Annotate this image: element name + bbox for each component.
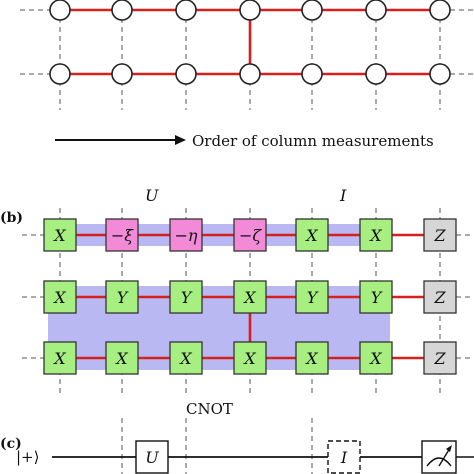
- gate-row-2: X Y Y X Y Y Z: [43, 280, 457, 314]
- gate-box: [359, 218, 393, 252]
- panel-b-tag: (b): [0, 210, 23, 226]
- input-state-label: |+⟩: [16, 448, 39, 466]
- gate-box: [105, 341, 139, 375]
- gate-label: X: [178, 349, 192, 368]
- gate-label: X: [368, 349, 382, 368]
- graph-node: [429, 63, 451, 85]
- gate-label: Z: [433, 349, 446, 368]
- gate-label: X: [304, 226, 318, 245]
- gate-label: Y: [117, 288, 129, 307]
- gate-row-3: X X X X X X Z: [43, 341, 457, 375]
- gate-label: Z: [433, 288, 446, 307]
- gate-box: [233, 218, 267, 252]
- gate-i-label: I: [340, 448, 348, 467]
- gate-box: [423, 218, 457, 252]
- panel-c: (c) |+⟩ U I: [0, 418, 474, 474]
- graph-node: [429, 0, 451, 21]
- gate-box: [359, 341, 393, 375]
- gate-label: X: [304, 349, 318, 368]
- panel-b-edge-stubs: [22, 234, 474, 359]
- gate-box: [43, 218, 77, 252]
- gate-label: X: [242, 349, 256, 368]
- group-label-i: I: [339, 186, 347, 205]
- cnot-label: CNOT: [186, 400, 233, 418]
- gate-label: −ζ: [239, 226, 262, 245]
- graph-node: [49, 63, 71, 85]
- panel-c-tag: (c): [0, 436, 22, 452]
- gate-label: Y: [307, 288, 319, 307]
- gate-box: [359, 280, 393, 314]
- gate-u-box: [135, 440, 169, 474]
- gate-label: −η: [175, 226, 198, 245]
- panel-b: (b) U I: [0, 186, 474, 418]
- graph-node: [301, 0, 323, 21]
- gate-box: [169, 341, 203, 375]
- gate-box: [233, 280, 267, 314]
- arrow-head-icon: [175, 135, 186, 145]
- gate-box: [169, 280, 203, 314]
- measurement-order-arrow: [55, 135, 186, 145]
- gate-label: X: [52, 226, 66, 245]
- graph-node: [239, 63, 261, 85]
- graph-node: [239, 0, 261, 21]
- gate-box: [295, 341, 329, 375]
- group-label-u: U: [145, 186, 159, 205]
- panel-a: Order of column measurements: [20, 0, 474, 150]
- gate-label: X: [368, 226, 382, 245]
- gate-box: [423, 341, 457, 375]
- graph-node: [301, 63, 323, 85]
- graph-node: [365, 0, 387, 21]
- measurement-meter-icon: [421, 440, 457, 474]
- gate-label: X: [114, 349, 128, 368]
- gate-box: [43, 341, 77, 375]
- graph-node: [175, 63, 197, 85]
- graph-node: [365, 63, 387, 85]
- graph-node: [111, 63, 133, 85]
- gate-box: [295, 218, 329, 252]
- gate-row-1: X −ξ −η −ζ X X Z: [43, 218, 457, 252]
- panel-a-nodes: [49, 0, 451, 85]
- gate-label: X: [52, 288, 66, 307]
- gate-label: X: [52, 349, 66, 368]
- cnot-highlight: [48, 286, 390, 370]
- graph-node: [111, 0, 133, 21]
- gate-box: [169, 218, 203, 252]
- gate-label: Y: [181, 288, 193, 307]
- gate-i-box: [327, 440, 361, 474]
- measurement-order-caption: Order of column measurements: [192, 132, 434, 150]
- gate-box: [423, 280, 457, 314]
- panel-a-edge-stubs: [20, 9, 474, 75]
- gate-box: [43, 280, 77, 314]
- graph-node: [49, 0, 71, 21]
- gate-box: [233, 341, 267, 375]
- graph-node: [175, 0, 197, 21]
- gate-box: [105, 218, 139, 252]
- gate-label: X: [242, 288, 256, 307]
- gate-box: [295, 280, 329, 314]
- gate-label: −ξ: [111, 226, 134, 245]
- gate-u-label: U: [145, 448, 159, 467]
- gate-label: Z: [433, 226, 446, 245]
- gate-label: Y: [371, 288, 383, 307]
- gate-box: [105, 280, 139, 314]
